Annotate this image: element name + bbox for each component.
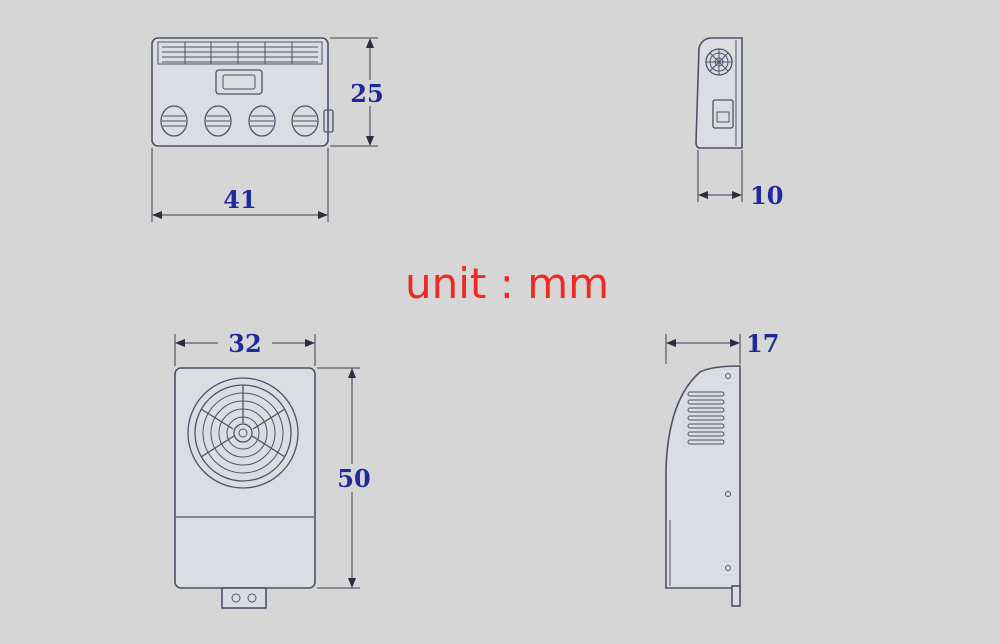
side-profile	[665, 365, 741, 589]
top-side-view	[695, 37, 743, 149]
side-body	[695, 37, 743, 149]
top-front-view	[151, 37, 334, 147]
dimension-label-32: 32	[228, 329, 261, 358]
side-latch	[712, 99, 734, 129]
dimension-label-10: 10	[750, 181, 783, 210]
side-switch	[323, 109, 334, 133]
dim-line-10	[697, 150, 743, 202]
fan-grille-icon	[187, 377, 299, 489]
bottom-side-view	[665, 365, 741, 607]
louver-grille	[157, 41, 323, 65]
side-vent-slots	[687, 391, 725, 445]
bottom-front-view	[174, 367, 316, 609]
dimension-label-50: 50	[337, 464, 370, 493]
mounting-tab	[221, 587, 267, 609]
dim-line-17	[665, 334, 741, 364]
device-body	[151, 37, 329, 147]
dim-line-25	[330, 37, 378, 147]
side-mounting-tab	[731, 585, 741, 607]
dimension-label-41: 41	[223, 185, 256, 214]
louver-slots	[162, 42, 318, 64]
dimension-label-17: 17	[746, 329, 779, 358]
dim-line-41	[151, 148, 329, 222]
display-window	[215, 69, 263, 95]
unit-label: unit : mm	[405, 259, 609, 308]
dimension-label-25: 25	[350, 79, 383, 108]
air-vents	[160, 105, 319, 137]
